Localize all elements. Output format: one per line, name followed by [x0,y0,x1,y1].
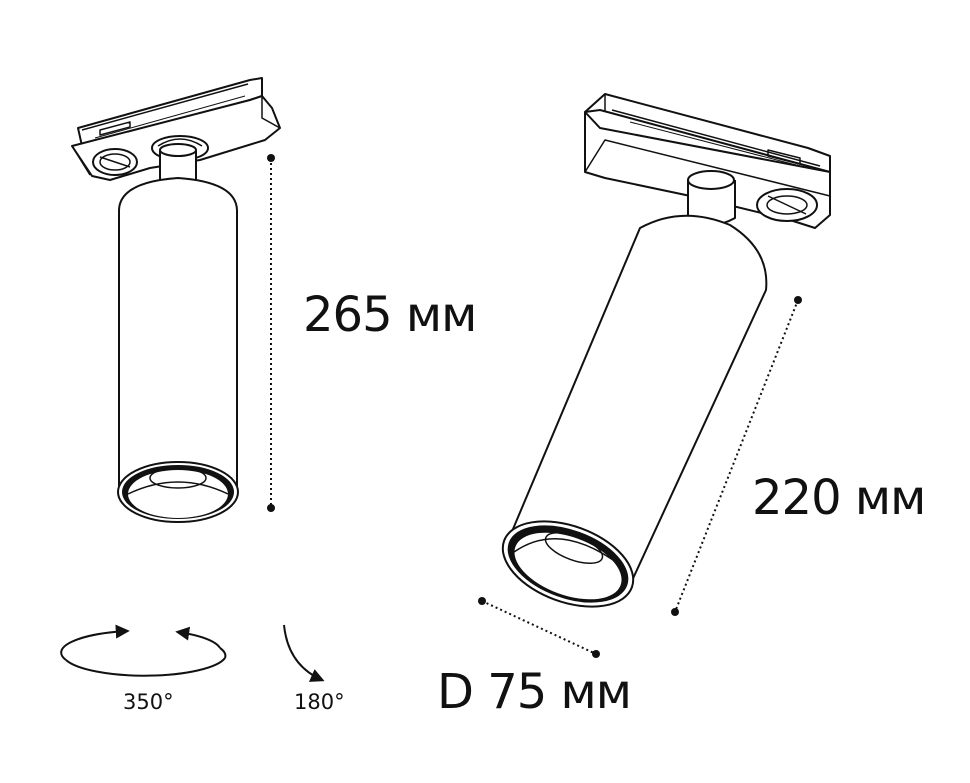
luminaire-front-view [71,77,281,523]
track-adapter-left [71,77,281,181]
diameter-dimension-label: D 75 мм [437,664,632,720]
track-adapter-right [584,93,831,229]
vertical-rotation-label: 180° [294,690,345,714]
vertical-rotation-symbol [283,624,325,682]
luminaire-tilted-view [501,93,831,608]
diameter-dimension-line [478,597,600,658]
height-dimension-line [267,154,275,512]
height-dimension-label: 265 мм [303,287,477,343]
stem-right [687,170,736,226]
horizontal-rotation-label: 350° [123,690,174,714]
length-dimension-line [671,296,802,616]
cylinder-body-right [501,214,768,608]
length-dimension-label: 220 мм [752,470,926,526]
horizontal-rotation-symbol [60,624,227,677]
cylinder-body-left [117,177,239,523]
